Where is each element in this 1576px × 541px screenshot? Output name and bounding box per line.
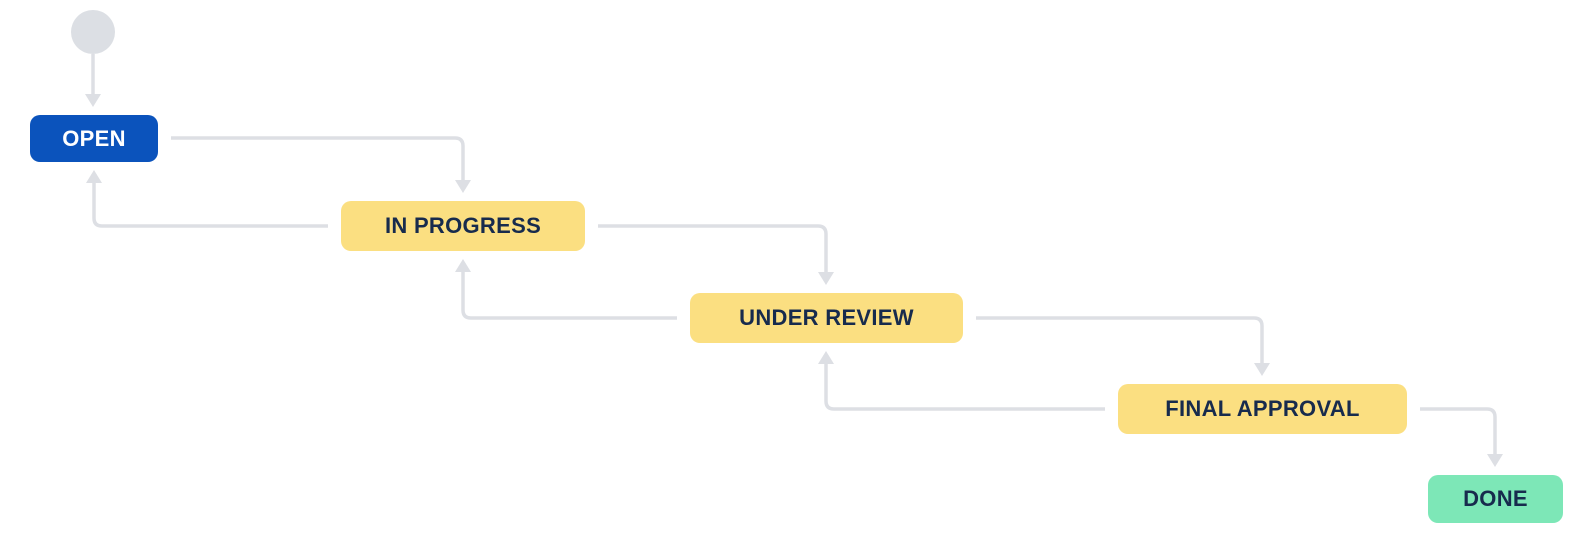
status-label: FINAL APPROVAL — [1165, 396, 1360, 421]
arrowhead-up-icon — [455, 259, 471, 272]
transition-under-review-to-in-progress[interactable] — [455, 259, 677, 320]
transition-final-approval-to-done[interactable] — [1420, 407, 1503, 467]
arrowhead-down-icon — [818, 272, 834, 285]
status-node-in-progress[interactable]: IN PROGRESS — [341, 201, 585, 251]
status-label: UNDER REVIEW — [739, 305, 914, 330]
status-label: IN PROGRESS — [384, 213, 542, 238]
transition-line — [1420, 407, 1497, 454]
status-node-open[interactable]: OPEN — [30, 115, 158, 162]
arrowhead-down-icon — [455, 180, 471, 193]
transition-in-progress-to-under-review[interactable] — [598, 224, 834, 285]
transition-line — [824, 364, 1105, 411]
transition-line — [171, 136, 465, 180]
transition-open-to-in-progress[interactable] — [171, 136, 471, 193]
status-label: DONE — [1463, 486, 1528, 511]
arrowhead-down-icon — [1487, 454, 1503, 467]
transition-under-review-to-final-approval[interactable] — [976, 316, 1270, 376]
transition-start-to-open[interactable] — [85, 54, 101, 107]
transition-in-progress-to-open[interactable] — [86, 170, 328, 228]
arrowhead-down-icon — [85, 94, 101, 107]
transition-line — [976, 316, 1264, 363]
arrowhead-up-icon — [818, 351, 834, 364]
transition-final-approval-to-under-review[interactable] — [818, 351, 1105, 411]
arrowhead-down-icon — [1254, 363, 1270, 376]
transition-line — [461, 272, 677, 320]
transition-line — [92, 183, 328, 228]
start-node-circle[interactable] — [71, 10, 115, 54]
arrowhead-up-icon — [86, 170, 102, 183]
transition-line — [598, 224, 828, 272]
status-node-done[interactable]: DONE — [1428, 475, 1563, 523]
status-node-under-review[interactable]: UNDER REVIEW — [690, 293, 963, 343]
status-node-final-approval[interactable]: FINAL APPROVAL — [1118, 384, 1407, 434]
status-label: OPEN — [62, 125, 126, 151]
